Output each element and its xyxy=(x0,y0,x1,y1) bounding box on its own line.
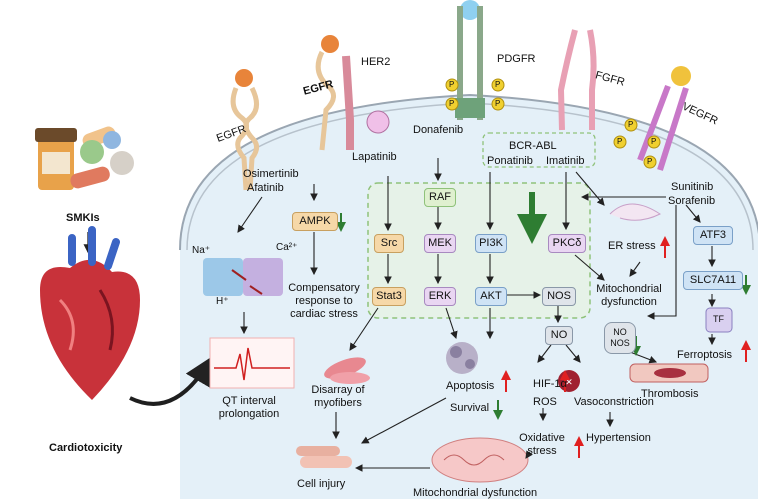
vegfr-receptor xyxy=(637,66,691,171)
heart-to-cell-arrow xyxy=(129,356,213,406)
arrow-osimertinib-channel xyxy=(237,196,263,233)
hypertension-label: Hypertension xyxy=(586,432,651,444)
phospho-label: P xyxy=(449,99,455,108)
slc7a11-node: SLC7A11 xyxy=(683,271,743,290)
imatinib-label: Imatinib xyxy=(546,155,585,167)
ferroptosis-label: Ferroptosis xyxy=(677,349,733,361)
atf3-node: ATF3 xyxy=(693,226,733,245)
arrow-stat3-disarray xyxy=(349,307,379,351)
cell-injury-label: Cell injury xyxy=(297,478,346,490)
bcr-abl-dashed-box xyxy=(482,132,596,168)
arrow-pkcd-mito xyxy=(574,254,605,281)
mitochondria-icon xyxy=(431,437,529,483)
vasoconstriction-label: Vasoconstriction xyxy=(574,396,654,408)
phospho-label: P xyxy=(617,137,623,146)
arrow-no-vaso xyxy=(565,344,581,363)
na-label: Na⁺ xyxy=(192,245,211,256)
mito-dysfunction-line-2: dysfunction xyxy=(601,296,657,308)
nos-node: NOS xyxy=(542,287,576,306)
phospho-label: P xyxy=(628,120,634,129)
no-nos-line-2: NOS xyxy=(610,338,630,348)
phospho-circles xyxy=(445,78,661,169)
mito-bottom-label: Mitochondrial dysfunction xyxy=(413,487,538,499)
pi3k-node: PI3K xyxy=(475,234,507,253)
compensatory-line-2: response to xyxy=(295,295,353,307)
arrow-sorafenib-atf3 xyxy=(685,204,701,223)
smki-label: SMKIs xyxy=(66,212,100,224)
no-nos-node: NO NOS xyxy=(604,322,636,354)
fgfr-receptor xyxy=(557,29,597,131)
pills-icon xyxy=(35,126,134,190)
arrow-sunitinib-nonos xyxy=(646,205,677,320)
ecg-icon xyxy=(209,337,295,389)
phospho-label: P xyxy=(495,99,501,108)
phospho-label: P xyxy=(495,80,501,89)
osimertinib-label: Osimertinib xyxy=(243,168,299,180)
arrow-ox-mito xyxy=(525,450,533,459)
ponatinib-label: Ponatinib xyxy=(487,155,533,167)
stat3-node: Stat3 xyxy=(372,287,406,306)
thrombosis-label: Thrombosis xyxy=(641,388,699,400)
disarray-line-2: myofibers xyxy=(314,397,362,409)
ampk-node: AMPK xyxy=(292,212,338,231)
phospho-label: P xyxy=(647,157,653,166)
src-node: Src xyxy=(374,234,404,253)
mek-node: MEK xyxy=(424,234,456,253)
cell-injury-icon xyxy=(296,446,352,468)
arrow-no-hif xyxy=(537,344,552,363)
compensatory-line-1: Compensatory xyxy=(288,282,360,294)
erk-node: ERK xyxy=(424,287,456,306)
apoptosis-label: Apoptosis xyxy=(446,380,495,392)
survival-label: Survival xyxy=(450,402,490,414)
myofibers-icon xyxy=(324,357,370,384)
mito-dysfunction-line-1: Mitochondrial xyxy=(596,283,662,295)
her2-label: HER2 xyxy=(361,56,391,68)
raf-node: RAF xyxy=(424,188,456,207)
ion-channel-icon xyxy=(203,258,283,296)
tf-label: TF xyxy=(713,314,724,324)
phospho-label: P xyxy=(651,137,657,146)
qt-line-1: QT interval xyxy=(222,395,276,407)
donafenib-label: Donafenib xyxy=(413,124,464,136)
pdgfr-label: PDGFR xyxy=(497,53,536,65)
qt-line-2: prolongation xyxy=(218,408,280,420)
pkcd-node: PKCδ xyxy=(548,234,586,253)
er-icon xyxy=(609,203,661,221)
svg-text:✕: ✕ xyxy=(565,377,573,387)
er-stress-label: ER stress xyxy=(608,240,656,252)
h-label: H⁺ xyxy=(216,296,229,307)
bcr-abl-label: BCR-ABL xyxy=(509,140,557,152)
no-nos-line-1: NO xyxy=(613,327,627,337)
akt-node: AKT xyxy=(475,287,507,306)
apoptosis-icon xyxy=(446,342,478,374)
heart-icon xyxy=(40,226,140,400)
pdgfr-receptor xyxy=(455,0,485,120)
oxidative-line-1: Oxidative xyxy=(519,432,565,444)
thrombosis-icon xyxy=(629,363,709,383)
disarray-line-1: Disarray of xyxy=(311,384,365,396)
oxidative-line-2: stress xyxy=(527,445,557,457)
arrow-er-mito xyxy=(629,261,641,277)
egfr-left-receptor xyxy=(230,69,260,191)
ca-label: Ca²⁺ xyxy=(276,242,298,253)
cardiotoxicity-label: Cardiotoxicity xyxy=(49,442,123,454)
lapatinib-label: Lapatinib xyxy=(352,151,397,163)
afatinib-label: Afatinib xyxy=(247,182,284,194)
arrow-apop-injury xyxy=(361,397,447,444)
hif-label: HIF-1α xyxy=(533,378,567,390)
phospho-label: P xyxy=(449,80,455,89)
arrow-erk-apop xyxy=(445,307,458,340)
sunitinib-label: Sunitinib xyxy=(671,181,714,193)
sorafenib-label: Sorafenib xyxy=(668,195,716,207)
ros-label: ROS xyxy=(533,396,557,408)
no-node: NO xyxy=(545,326,573,345)
ferroptosis-channel-icon xyxy=(705,307,733,333)
arrow-imatinib-er xyxy=(575,171,605,206)
egfr-her2-receptor xyxy=(315,35,390,151)
cell-membrane-outer xyxy=(179,93,758,251)
compensatory-line-3: cardiac stress xyxy=(290,308,358,320)
